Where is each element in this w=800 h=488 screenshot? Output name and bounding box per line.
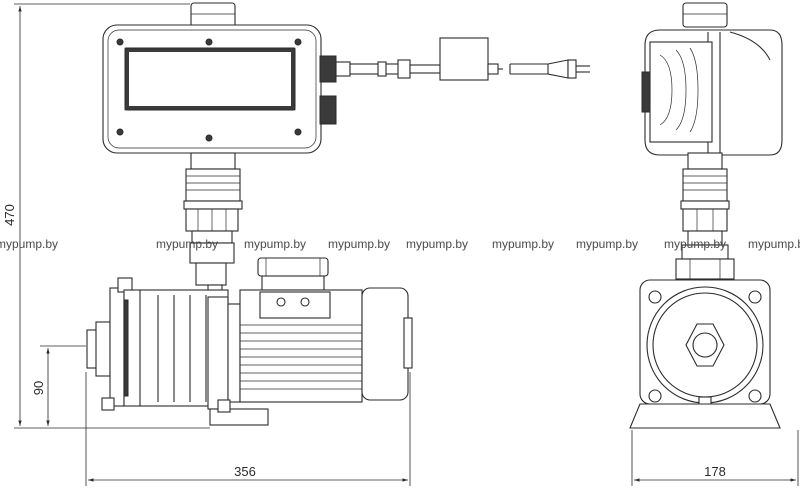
watermark: mypump.by	[576, 237, 638, 251]
controller-knob	[190, 2, 236, 28]
overall-height-label: 470	[2, 204, 17, 226]
dimension-length: 356	[85, 372, 411, 486]
length-label: 356	[234, 464, 256, 479]
inlet-height-label: 90	[31, 381, 46, 395]
dimension-width: 178	[631, 430, 799, 486]
pressure-fitting	[183, 152, 243, 298]
watermark: mypump.by	[748, 237, 800, 251]
dimension-overall-height: 470	[2, 3, 210, 429]
cable-gland-upper	[319, 55, 411, 83]
cable-plug-icon	[409, 37, 590, 81]
front-view: 178	[629, 2, 799, 486]
cable-gland-lower	[319, 95, 337, 125]
pump-front-view-icon	[629, 279, 781, 429]
dimension-inlet-height: 90	[31, 345, 86, 426]
watermark-row: mypump.by mypump.by mypump.by mypump.by …	[0, 237, 800, 251]
pump-motor-icon	[239, 257, 413, 403]
front-fitting	[675, 152, 735, 280]
watermark: mypump.by	[156, 237, 218, 251]
watermark: mypump.by	[244, 237, 306, 251]
watermark: mypump.by	[0, 237, 58, 251]
controller-side	[641, 2, 783, 156]
watermark: mypump.by	[328, 237, 390, 251]
side-view: 470 90 356	[2, 2, 590, 486]
controller-box-icon	[102, 24, 322, 154]
watermark: mypump.by	[664, 237, 726, 251]
width-label: 178	[704, 464, 726, 479]
pump-hydraulic-body	[86, 277, 269, 426]
watermark: mypump.by	[406, 237, 468, 251]
watermark: mypump.by	[492, 237, 554, 251]
